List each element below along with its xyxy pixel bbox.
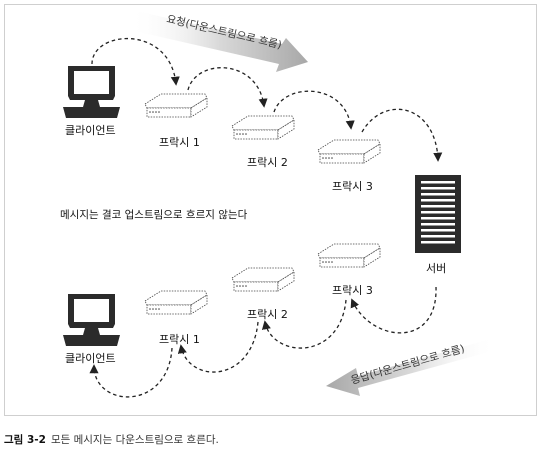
response-label: 응답(다운스트림으로 흐름)	[350, 343, 467, 387]
server-label: 서버	[426, 262, 446, 275]
bottom-proxy-2-label: 프락시 2	[247, 308, 288, 321]
server-icon	[415, 175, 461, 253]
top-proxy-2-label: 프락시 2	[247, 156, 288, 169]
figure-caption: 그림 3-2 모든 메시지는 다운스트림으로 흐른다.	[4, 432, 219, 447]
bottom-proxy-3-label: 프락시 3	[332, 284, 373, 297]
proxy-server-icon	[317, 243, 381, 268]
response-direction-arrow: 응답(다운스트림으로 흐름)	[326, 338, 496, 396]
request-direction-arrow: 요청(다운스트림으로 흐름)	[130, 10, 308, 72]
proxy-server-icon	[144, 93, 208, 118]
figure-frame	[4, 4, 537, 416]
proxy-server-icon	[231, 115, 295, 140]
proxy-server-icon	[144, 290, 208, 315]
proxy-server-icon	[317, 139, 381, 164]
bottom-proxy-1: 프락시 1	[144, 290, 208, 346]
server: 서버	[415, 175, 461, 275]
top-proxy-1-label: 프락시 1	[159, 136, 200, 149]
bottom-client-label: 클라이언트	[65, 352, 116, 365]
proxy-server-icon	[231, 267, 295, 292]
top-proxy-1: 프락시 1	[144, 93, 208, 149]
bottom-proxy-1-label: 프락시 1	[159, 333, 200, 346]
top-proxy-3-label: 프락시 3	[332, 180, 373, 193]
bottom-client: 클라이언트	[63, 294, 120, 365]
computer-icon	[63, 66, 120, 118]
top-client-label: 클라이언트	[65, 124, 116, 137]
request-flow-path	[91, 38, 443, 162]
figure-number: 그림 3-2	[4, 434, 46, 446]
response-flow-path	[89, 286, 437, 398]
bottom-proxy-2: 프락시 2	[231, 267, 295, 321]
top-proxy-3: 프락시 3	[317, 139, 381, 193]
computer-icon	[63, 294, 120, 346]
top-client: 클라이언트	[63, 66, 120, 137]
upstream-note: 메시지는 결코 업스트림으로 흐르지 않는다	[60, 208, 248, 221]
bottom-proxy-3: 프락시 3	[317, 243, 381, 297]
top-proxy-2: 프락시 2	[231, 115, 295, 169]
caption-text: 모든 메시지는 다운스트림으로 흐른다.	[50, 434, 219, 446]
